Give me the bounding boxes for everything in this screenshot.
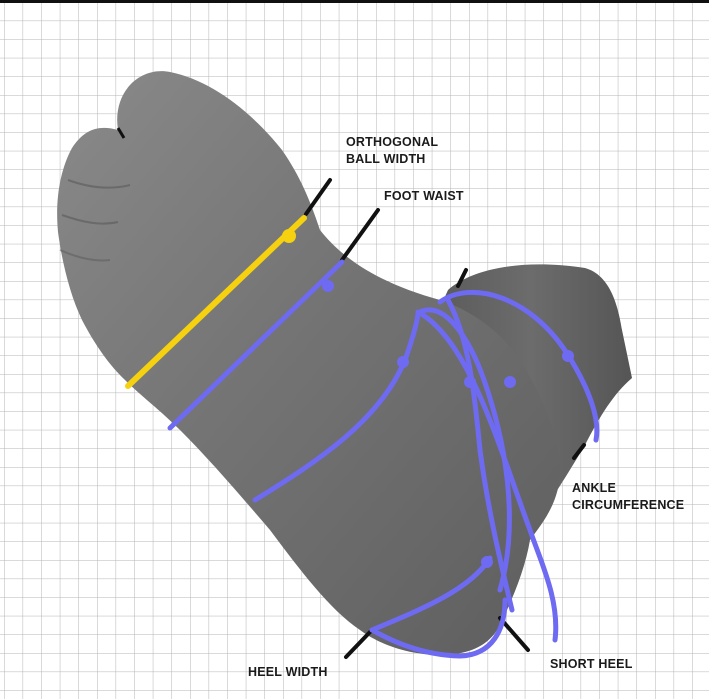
leader-heel-width [344,630,372,659]
ankle-circumference-curve [437,289,600,443]
measurement-curves [167,259,600,659]
label-orthogonal-ball-width-line2: BALL WIDTH [346,152,426,166]
ankle-point [504,376,516,388]
toe-crease [61,214,119,225]
ankle-point [562,350,574,362]
top-border [0,0,709,3]
ankle-front-curve [415,309,559,643]
label-orthogonal-ball-width: ORTHOGONAL BALL WIDTH [346,134,438,168]
label-short-heel: SHORT HEEL [550,657,633,671]
leader-lines [304,178,586,659]
measurement-points [322,280,574,568]
heel-width-line [369,555,493,633]
leader-short-heel [498,616,530,652]
instep-point [397,356,409,368]
toe-notch [116,127,126,139]
toe-crease [67,179,131,189]
leader-ankle-top [456,268,468,288]
foot-waist-point [322,280,334,292]
ankle-point [464,376,476,388]
leader-ankle-circumference [572,443,586,460]
label-heel-width: HEEL WIDTH [248,665,328,679]
instep-line [252,309,421,503]
label-ankle-circumference-line2: CIRCUMFERENCE [572,498,685,512]
ankle-loop-curve [417,307,512,593]
label-ankle-circumference: ANKLE CIRCUMFERENCE [572,480,684,514]
ball-width-measurement [125,215,307,389]
ball-width-point [282,229,296,243]
foot-shape [57,71,561,656]
leader-foot-waist [340,208,380,262]
heel-point [481,556,493,568]
foot-waist-line [167,259,345,431]
leader-ball-width [304,178,332,216]
label-ankle-circumference-line1: ANKLE [572,481,617,495]
label-foot-waist: FOOT WAIST [384,189,464,203]
short-heel-curve [369,597,508,659]
toe-crease [59,249,111,262]
label-orthogonal-ball-width-line1: ORTHOGONAL [346,135,439,149]
ankle-inner-curve [445,297,515,613]
